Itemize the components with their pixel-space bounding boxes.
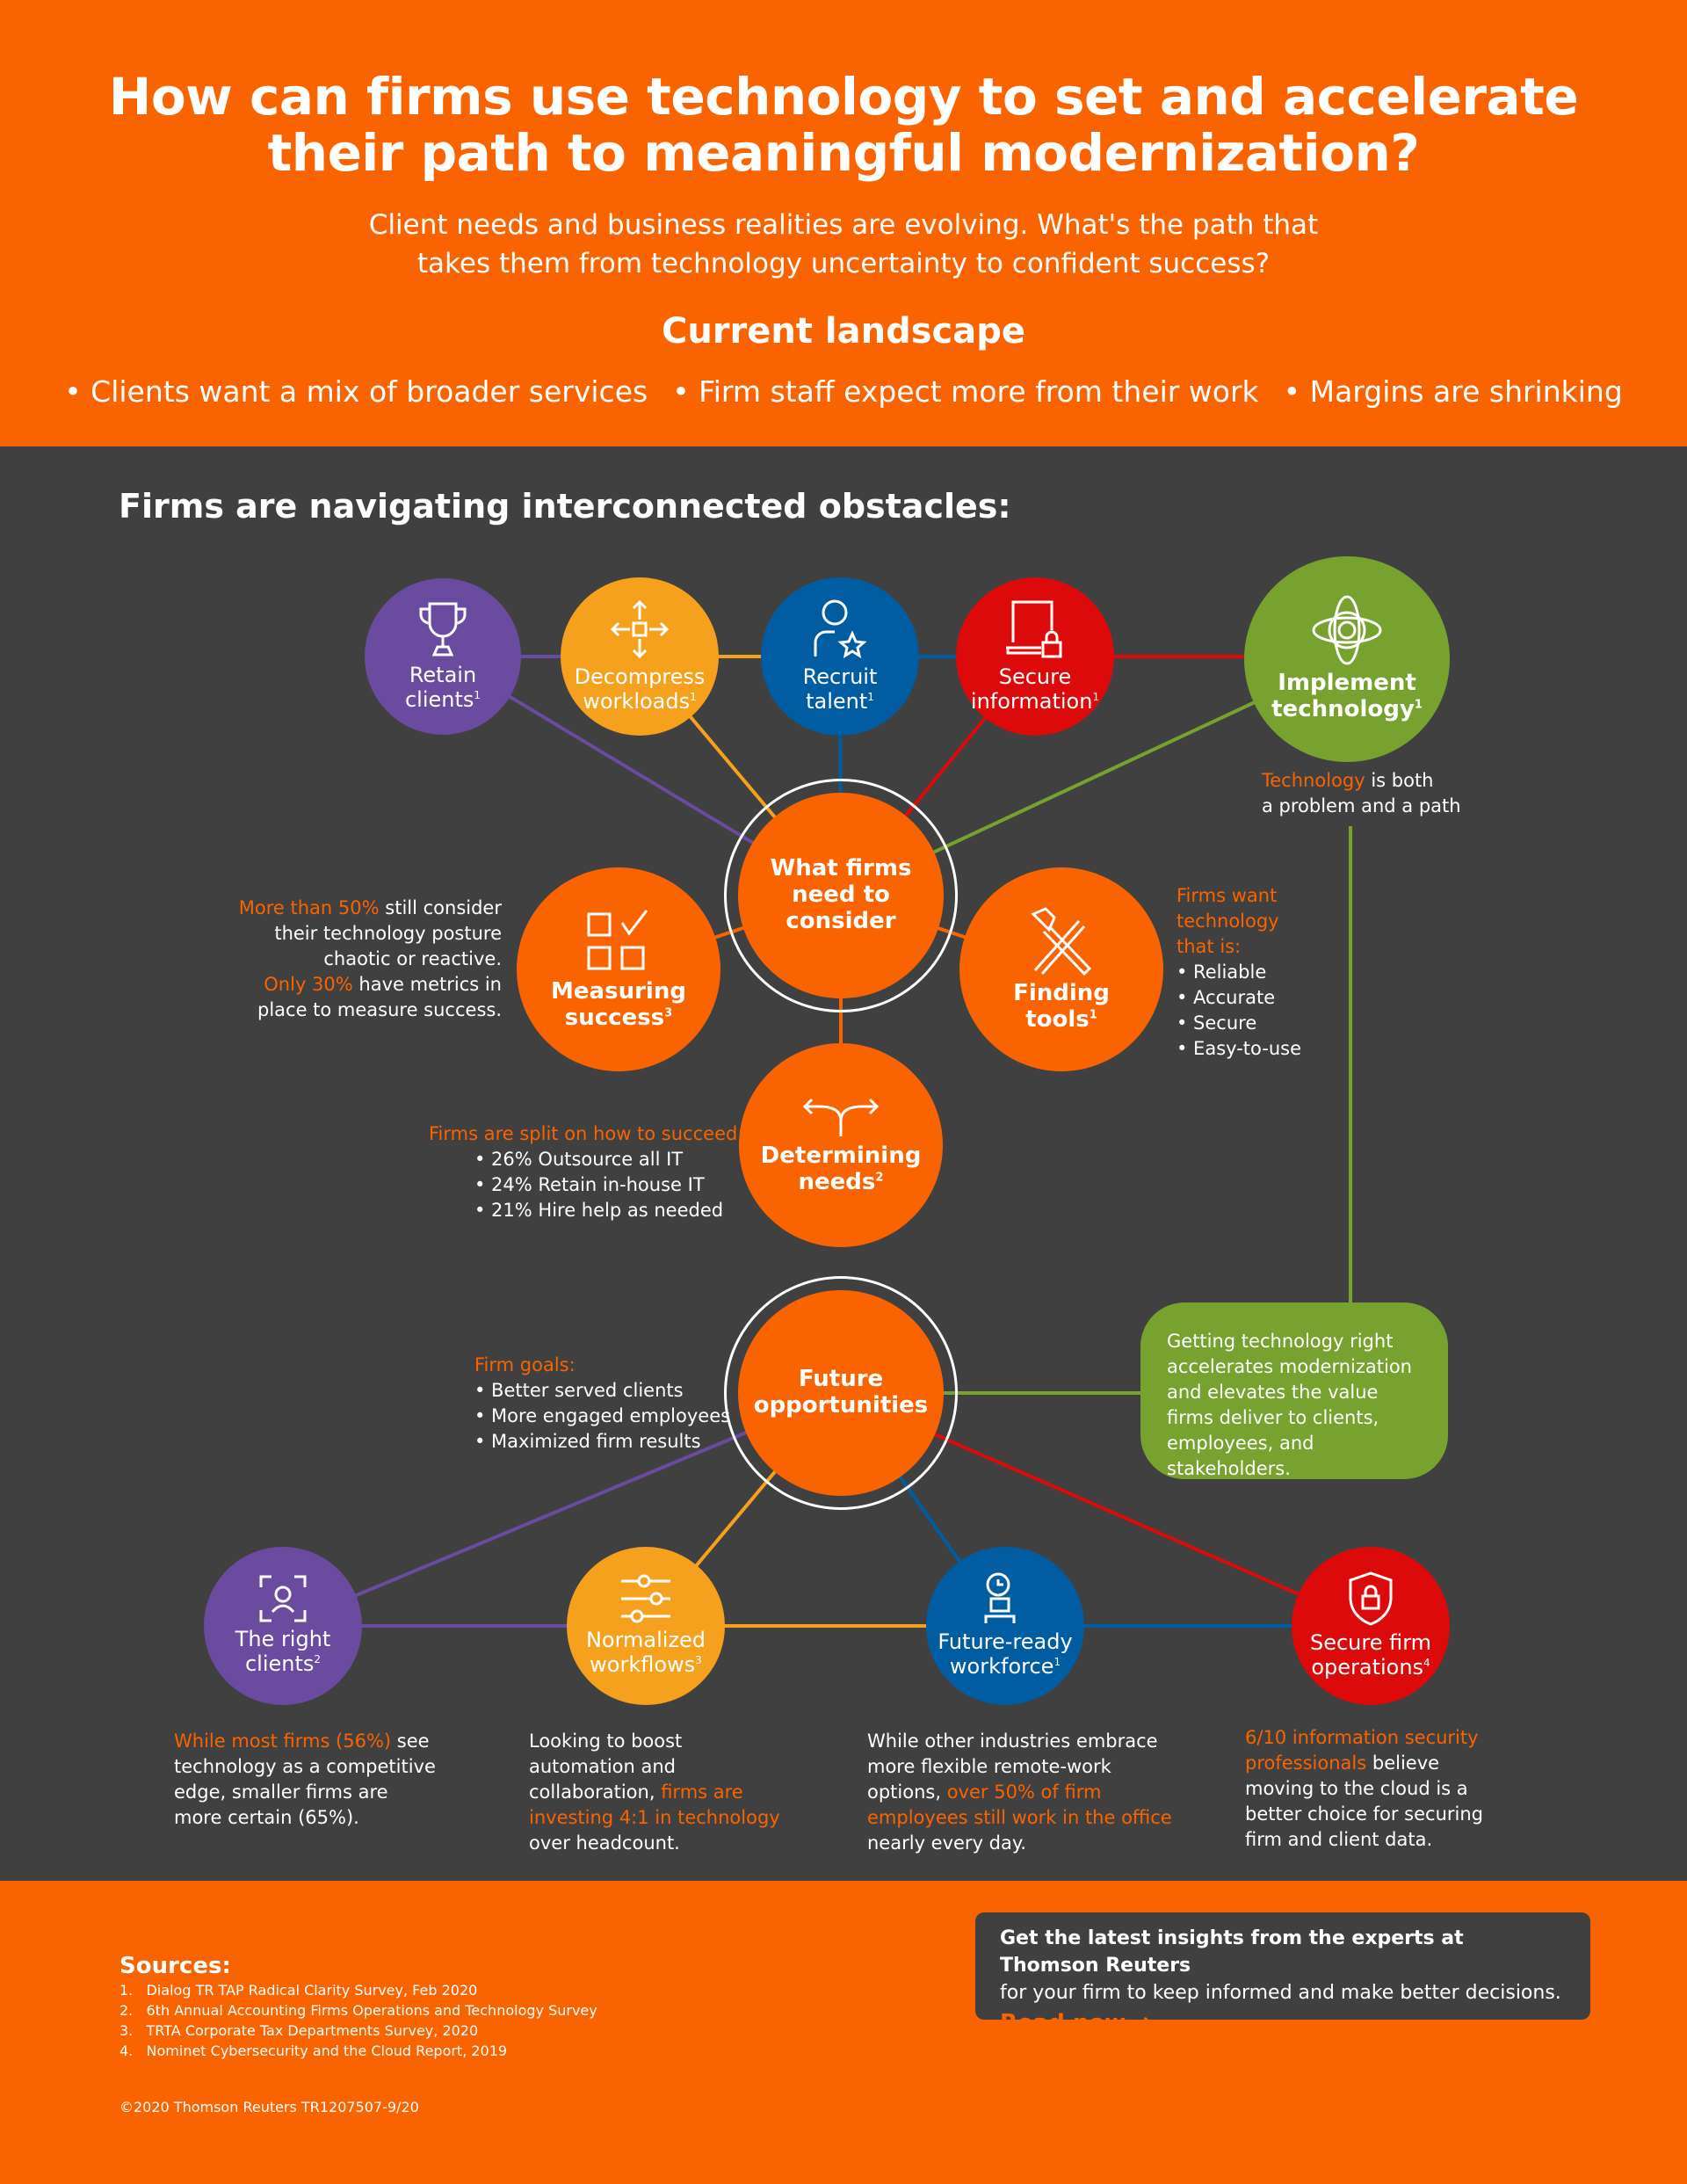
- subtitle: Client needs and business realities are …: [0, 206, 1687, 283]
- device-lock-icon: [1006, 600, 1062, 658]
- landscape-title: Current landscape: [661, 311, 1026, 352]
- title-line: How can firms use technology to set and …: [108, 67, 1579, 127]
- source-item: 4. Nominet Cybersecurity and the Cloud R…: [119, 2043, 508, 2059]
- sources-title: Sources:: [119, 1953, 231, 1979]
- section-heading: Firms are navigating interconnected obst…: [119, 487, 1011, 526]
- page-title: How can firms use technology to set and …: [0, 69, 1687, 181]
- expand-arrows-icon: [610, 600, 670, 659]
- bullet: • Margins are shrinking: [1283, 374, 1623, 409]
- arrow-right-icon: ➜: [1133, 2010, 1154, 2036]
- orbit-target-icon: [1312, 595, 1382, 665]
- goals-note: Firm goals:• Better served clients• More…: [474, 1354, 731, 1452]
- trophy-icon: [419, 602, 467, 657]
- cta-box: Get the latest insights from the experts…: [975, 1912, 1590, 2036]
- source-item: 3. TRTA Corporate Tax Departments Survey…: [119, 2022, 479, 2039]
- copyright: ©2020 Thomson Reuters TR1207507-9/20: [119, 2099, 419, 2115]
- bottom-note: 6/10 information security professionals …: [1245, 1727, 1484, 1850]
- landscape-bullets: • Clients want a mix of broader services…: [0, 374, 1687, 409]
- read-now-link[interactable]: Read now ➜: [1000, 2010, 1566, 2037]
- bullet: • Firm staff expect more from their work: [672, 374, 1259, 409]
- sliders-icon: [621, 1574, 670, 1623]
- cta-text: for your firm to keep informed and make …: [1000, 1982, 1561, 2004]
- source-item: 1. Dialog TR TAP Radical Clarity Survey,…: [119, 1982, 478, 1999]
- checklist-icon: [587, 910, 648, 970]
- split-arrows-icon: [802, 1099, 880, 1137]
- determining-note: Firms are split on how to succeed:• 26% …: [429, 1123, 744, 1221]
- subtitle-line: Client needs and business realities are …: [368, 209, 1319, 241]
- person-focus-icon: [259, 1575, 307, 1622]
- bottom-note: While other industries embrace more flex…: [867, 1731, 1172, 1854]
- green-callout: Getting technology right accelerates mod…: [1140, 1302, 1448, 1479]
- title-line: their path to meaningful modernization?: [267, 123, 1420, 183]
- header-band: [0, 0, 1687, 446]
- bottom-note: Looking to boost automation and collabor…: [529, 1731, 780, 1854]
- source-item: 2. 6th Annual Accounting Firms Operation…: [119, 2002, 597, 2019]
- bottom-note: While most firms (56%) see technology as…: [174, 1731, 436, 1828]
- sources-list: 1. Dialog TR TAP Radical Clarity Survey,…: [119, 1980, 597, 2061]
- future-ring: [724, 1276, 958, 1510]
- bullet: • Clients want a mix of broader services: [64, 374, 648, 409]
- person-clock-icon: [984, 1572, 1016, 1624]
- tools-icon: [1031, 907, 1092, 976]
- cta-heading: Get the latest insights from the experts…: [1000, 1927, 1464, 1977]
- subtitle-line: takes them from technology uncertainty t…: [416, 248, 1271, 279]
- person-star-icon: [814, 599, 867, 659]
- read-now-label: Read now: [1000, 2010, 1126, 2036]
- shield-lock-icon: [1349, 1571, 1393, 1627]
- center-ring: [724, 779, 958, 1012]
